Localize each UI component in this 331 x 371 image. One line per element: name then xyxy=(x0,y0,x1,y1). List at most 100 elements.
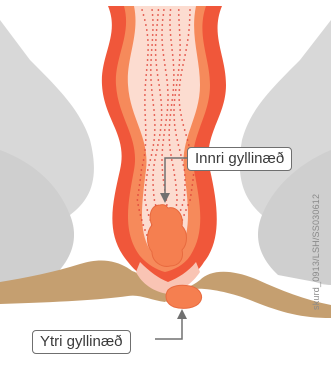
mucosa-dot xyxy=(160,129,162,131)
mucosa-dot xyxy=(163,179,165,181)
mucosa-dot xyxy=(188,29,190,31)
mucosa-dot xyxy=(181,119,183,121)
mucosa-dot xyxy=(175,89,177,91)
mucosa-dot xyxy=(193,174,195,176)
mucosa-dot xyxy=(178,64,180,66)
mucosa-dot xyxy=(170,9,172,11)
mucosa-dot xyxy=(179,29,181,31)
mucosa-dot xyxy=(163,139,165,141)
mucosa-dot xyxy=(156,64,158,66)
mucosa-dot xyxy=(145,129,147,131)
external-hemorrhoid-label: Ytri gyllinæð xyxy=(32,330,131,354)
mucosa-dot xyxy=(170,114,172,116)
mucosa-dot xyxy=(155,39,157,41)
mucosa-dot xyxy=(144,94,146,96)
mucosa-dot xyxy=(145,204,147,206)
mucosa-dot xyxy=(140,174,142,176)
mucosa-dot xyxy=(172,94,174,96)
mucosa-dot xyxy=(154,129,156,131)
mucosa-dot xyxy=(188,144,190,146)
mucosa-dot xyxy=(145,184,147,186)
mucosa-dot xyxy=(153,139,155,141)
mucosa-dot xyxy=(184,169,186,171)
mucosa-dot xyxy=(158,84,160,86)
mucosa-dot xyxy=(180,154,182,156)
mucosa-dot xyxy=(161,29,163,31)
mucosa-dot xyxy=(169,119,171,121)
external-label-leader xyxy=(155,316,182,339)
mucosa-dot xyxy=(185,49,187,51)
mucosa-dot xyxy=(176,189,178,191)
mucosa-dot xyxy=(170,34,172,36)
mucosa-dot xyxy=(179,39,181,41)
mucosa-dot xyxy=(139,184,141,186)
mucosa-dot xyxy=(176,199,178,201)
mucosa-dot xyxy=(153,189,155,191)
mucosa-dot xyxy=(181,159,183,161)
mucosa-dot xyxy=(161,109,163,111)
mucosa-dot xyxy=(141,9,143,11)
image-credit: skurd_0913/LSH/SS030612 xyxy=(311,194,321,310)
mucosa-dot xyxy=(157,14,159,16)
mucosa-dot xyxy=(152,39,154,41)
mucosa-dot xyxy=(137,194,139,196)
mucosa-dot xyxy=(171,159,173,161)
mucosa-dot xyxy=(168,129,170,131)
mucosa-dot xyxy=(161,159,163,161)
mucosa-dot xyxy=(150,74,152,76)
mucosa-dot xyxy=(175,129,177,131)
mucosa-dot xyxy=(137,199,139,201)
mucosa-dot xyxy=(157,144,159,146)
mucosa-dot xyxy=(141,169,143,171)
mucosa-dot xyxy=(173,104,175,106)
mucosa-dot xyxy=(147,44,149,46)
mucosa-dot xyxy=(179,59,181,61)
mucosa-dot xyxy=(144,104,146,106)
mucosa-dot xyxy=(173,114,175,116)
mucosa-dot xyxy=(179,109,181,111)
mucosa-dot xyxy=(179,54,181,56)
mucosa-dot xyxy=(191,189,193,191)
mucosa-dot xyxy=(144,149,146,151)
mucosa-dot xyxy=(160,124,162,126)
mucosa-dot xyxy=(178,9,180,11)
mucosa-dot xyxy=(153,169,155,171)
mucosa-dot xyxy=(178,94,180,96)
mucosa-dot xyxy=(192,179,194,181)
mucosa-dot xyxy=(157,74,159,76)
mucosa-dot xyxy=(151,94,153,96)
internal-hemorrhoid xyxy=(148,205,187,267)
mucosa-dot xyxy=(175,184,177,186)
mucosa-dot xyxy=(166,114,168,116)
mucosa-dot xyxy=(162,44,164,46)
mucosa-dot xyxy=(162,169,164,171)
mucosa-dot xyxy=(162,19,164,21)
mucosa-dot xyxy=(147,34,149,36)
mucosa-dot xyxy=(138,189,140,191)
mucosa-dot xyxy=(153,164,155,166)
mucosa-dot xyxy=(152,99,154,101)
mucosa-dot xyxy=(162,144,164,146)
mucosa-dot xyxy=(173,74,175,76)
mucosa-dot xyxy=(170,154,172,156)
mucosa-dot xyxy=(147,59,149,61)
mucosa-dot xyxy=(145,139,147,141)
mucosa-dot xyxy=(153,109,155,111)
mucosa-dot xyxy=(148,214,150,216)
mucosa-dot xyxy=(179,49,181,51)
mucosa-dot xyxy=(169,149,171,151)
mucosa-dot xyxy=(174,94,176,96)
mucosa-dot xyxy=(180,74,182,76)
mucosa-dot xyxy=(178,144,180,146)
mucosa-dot xyxy=(179,104,181,106)
external-hemorrhoid xyxy=(166,285,202,308)
mucosa-dot xyxy=(146,64,148,66)
mucosa-dot xyxy=(167,84,169,86)
mucosa-dot xyxy=(187,39,189,41)
mucosa-dot xyxy=(176,139,178,141)
mucosa-dot xyxy=(145,84,147,86)
mucosa-dot xyxy=(189,24,191,26)
mucosa-dot xyxy=(146,209,148,211)
mucosa-dot xyxy=(157,19,159,21)
